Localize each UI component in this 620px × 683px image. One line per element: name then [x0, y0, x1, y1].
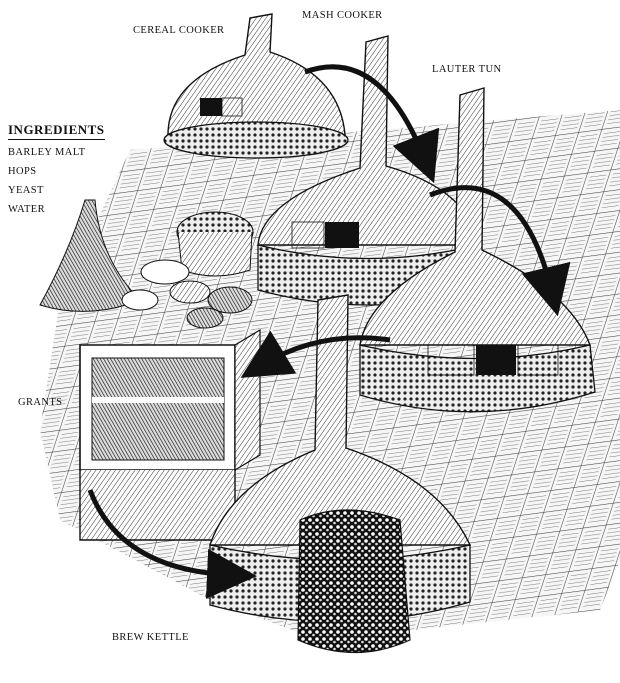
grants-label: GRANTS — [18, 397, 62, 408]
ingredient-item: HOPS — [8, 162, 85, 181]
ingredient-item: WATER — [8, 200, 85, 219]
brew-kettle-label: BREW KETTLE — [112, 632, 189, 643]
cereal-cooker-label: CEREAL COOKER — [133, 25, 224, 36]
lauter-tun-label: LAUTER TUN — [432, 64, 501, 75]
ingredient-item: BARLEY MALT — [8, 143, 85, 162]
ingredients-title: INGREDIENTS — [8, 122, 105, 140]
ingredient-item: YEAST — [8, 181, 85, 200]
mash-cooker-label: MASH COOKER — [302, 10, 383, 21]
ingredients-list: BARLEY MALT HOPS YEAST WATER — [8, 143, 85, 219]
